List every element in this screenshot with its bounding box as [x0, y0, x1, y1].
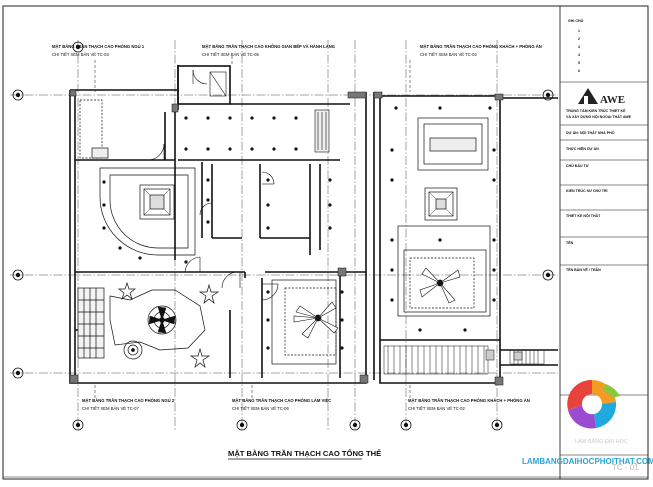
field-name: TÊN [566, 240, 574, 245]
revision-2: 2 [578, 37, 580, 41]
sheet-number: TC - 01 [612, 463, 639, 472]
bathroom-upper [209, 71, 330, 153]
revision-1: 1 [578, 29, 580, 33]
svg-text:6: 6 [578, 69, 580, 73]
svg-text:3: 3 [578, 45, 580, 49]
field-implementation: THỰC HIỆN DỰ ÁN [566, 146, 599, 151]
label-bedroom1-l1: MẶT BẰNG TRẦN THẠCH CAO PHÒNG NGỦ 1 [52, 44, 145, 49]
revision-3: 3 [578, 45, 580, 49]
svg-text:4: 4 [578, 53, 580, 57]
svg-text:LÀM BẰNG ĐẠI HỌC: LÀM BẰNG ĐẠI HỌC [575, 437, 628, 445]
company-logo: AWE [578, 88, 625, 106]
walls [69, 65, 558, 384]
svg-text:1: 1 [578, 29, 580, 33]
svg-text:CHỦ ĐẦU TƯ: CHỦ ĐẦU TƯ [566, 163, 589, 168]
label-office-l1: MẶT BẰNG TRẦN THẠCH CAO PHÒNG LÀM VIỆC [232, 398, 331, 403]
logo-text: AWE [600, 94, 625, 106]
svg-text:5: 5 [578, 61, 580, 65]
svg-text:MẶT BẰNG TRẦN THẠCH CAO KHÔNG: MẶT BẰNG TRẦN THẠCH CAO KHÔNG GIAN BẾP V… [202, 44, 335, 49]
revision-heading: GHI CHÚ [568, 18, 584, 23]
project-label: DỰ ÁN: NỘI THẤT NHÀ PHỐ [566, 130, 615, 135]
doors [147, 69, 279, 301]
svg-text:MẶT BẰNG TRẦN THẠCH CAO PHÒNG: MẶT BẰNG TRẦN THẠCH CAO PHÒNG NGỦ 2 [82, 398, 175, 403]
field-drawing-name: TÊN BẢN VẼ / TRẦN [566, 267, 601, 272]
label-bedroom2-l1: MẶT BẰNG TRẦN THẠCH CAO PHÒNG NGỦ 2 [82, 398, 175, 403]
label-living2-l2: CHI TIẾT XEM BẢN VẼ TC-02 [408, 406, 465, 411]
svg-text:MẶT BẰNG TRẦN THẠCH CAO TỔNG T: MẶT BẰNG TRẦN THẠCH CAO TỔNG THỂ [228, 448, 381, 458]
company-line1: TRUNG TÂM KIẾN TRÚC THIẾT KẾ [566, 108, 626, 113]
label-living-l1: MẶT BẰNG TRẦN THẠCH CAO PHÒNG KHÁCH + PH… [420, 44, 542, 49]
svg-text:TC - 01: TC - 01 [612, 463, 639, 472]
svg-text:GHI CHÚ: GHI CHÚ [568, 18, 584, 23]
label-living2-l1: MẶT BẰNG TRẦN THẠCH CAO PHÒNG KHÁCH + PH… [408, 398, 530, 403]
field-owner: CHỦ ĐẦU TƯ [566, 163, 589, 168]
grid-axes [10, 40, 558, 430]
svg-text:CHI TIẾT XEM BẢN VẼ TC-02: CHI TIẾT XEM BẢN VẼ TC-02 [420, 52, 477, 57]
bedroom2-ceiling [77, 287, 206, 360]
label-bedroom2-l2: CHI TIẾT XEM BẢN VẼ TC-07 [82, 406, 139, 411]
label-kitchen-l1: MẶT BẰNG TRẦN THẠCH CAO KHÔNG GIAN BẾP V… [202, 44, 335, 49]
watermark-site: LAMBANGDAIHOCPHOITHAT.COM [522, 457, 653, 466]
svg-text:LAMBANGDAIHOCPHOITHAT.COM: LAMBANGDAIHOCPHOITHAT.COM [522, 457, 653, 466]
label-leaders [94, 56, 411, 400]
svg-text:KIẾN TRÚC SƯ CHỦ TRÌ: KIẾN TRÚC SƯ CHỦ TRÌ [566, 188, 608, 193]
svg-text:THỰC HIỆN DỰ ÁN: THỰC HIỆN DỰ ÁN [566, 146, 599, 151]
label-living-l2: CHI TIẾT XEM BẢN VẼ TC-02 [420, 52, 477, 57]
column-blocks [69, 89, 504, 386]
living-fan [419, 267, 461, 304]
svg-text:DỰ ÁN: NỘI THẤT NHÀ PHỐ: DỰ ÁN: NỘI THẤT NHÀ PHỐ [566, 130, 615, 135]
svg-text:TRUNG TÂM KIẾN TRÚC THIẾT KẾ: TRUNG TÂM KIẾN TRÚC THIẾT KẾ [566, 108, 626, 113]
title-block: GHI CHÚ 1 2 3 4 5 6 AWE TRUNG TÂM KIẾN T… [559, 6, 648, 479]
revision-5: 5 [578, 61, 580, 65]
label-kitchen-l2: CHI TIẾT XEM BẢN VẼ TC-05 [202, 52, 259, 57]
living-ceiling [397, 117, 491, 317]
revision-6: 6 [578, 69, 580, 73]
downlights [102, 106, 496, 350]
balcony-railing [383, 345, 545, 375]
svg-text:CHI TIẾT XEM BẢN VẼ TC-05: CHI TIẾT XEM BẢN VẼ TC-05 [202, 52, 259, 57]
star-lights [118, 281, 220, 368]
svg-text:MẶT BẰNG TRẦN THẠCH CAO PHÒNG: MẶT BẰNG TRẦN THẠCH CAO PHÒNG KHÁCH + PH… [408, 398, 530, 403]
svg-text:MẶT BẰNG TRẦN THẠCH CAO PHÒNG: MẶT BẰNG TRẦN THẠCH CAO PHÒNG KHÁCH + PH… [420, 44, 542, 49]
watermark-faint: LÀM BẰNG ĐẠI HỌC [575, 437, 628, 445]
field-architect: KIẾN TRÚC SƯ CHỦ TRÌ [566, 188, 608, 193]
svg-text:MẶT BẰNG TRẦN THẠCH CAO PHÒNG: MẶT BẰNG TRẦN THẠCH CAO PHÒNG NGỦ 1 [52, 44, 145, 49]
office-fan [293, 301, 339, 339]
svg-text:THIẾT KẾ NỘI THẤT: THIẾT KẾ NỘI THẤT [566, 213, 601, 218]
room-labels: MẶT BẰNG TRẦN THẠCH CAO PHÒNG NGỦ 1 CHI … [52, 44, 542, 411]
svg-text:TÊN BẢN VẼ / TRẦN: TÊN BẢN VẼ / TRẦN [566, 267, 601, 272]
svg-text:MẶT BẰNG TRẦN THẠCH CAO PHÒNG: MẶT BẰNG TRẦN THẠCH CAO PHÒNG LÀM VIỆC [232, 398, 331, 403]
svg-text:CHI TIẾT XEM BẢN VẼ TC-03: CHI TIẾT XEM BẢN VẼ TC-03 [52, 52, 109, 57]
revision-4: 4 [578, 53, 580, 57]
label-bedroom1-l2: CHI TIẾT XEM BẢN VẼ TC-03 [52, 52, 109, 57]
svg-text:AWE: AWE [600, 94, 625, 106]
watermark-logo [567, 379, 620, 429]
label-office-l2: CHI TIẾT XEM BẢN VẼ TC-06 [232, 406, 289, 411]
svg-text:2: 2 [578, 37, 580, 41]
bedroom2-fan [148, 306, 176, 334]
drawing-title: MẶT BẰNG TRẦN THẠCH CAO TỔNG THỂ [228, 448, 381, 458]
svg-text:CHI TIẾT XEM BẢN VẼ TC-07: CHI TIẾT XEM BẢN VẼ TC-07 [82, 406, 139, 411]
svg-text:CHI TIẾT XEM BẢN VẼ TC-02: CHI TIẾT XEM BẢN VẼ TC-02 [408, 406, 465, 411]
svg-text:VÀ XÂY DỰNG NỘI NGOẠI THẤT AWE: VÀ XÂY DỰNG NỘI NGOẠI THẤT AWE [566, 114, 632, 119]
company-line2: VÀ XÂY DỰNG NỘI NGOẠI THẤT AWE [566, 114, 632, 119]
svg-text:TÊN: TÊN [566, 240, 574, 245]
grid-bubbles [12, 41, 554, 431]
bedroom1-ceiling [79, 99, 196, 256]
svg-text:CHI TIẾT XEM BẢN VẼ TC-06: CHI TIẾT XEM BẢN VẼ TC-06 [232, 406, 289, 411]
sheet-border [2, 5, 649, 480]
field-interior-design: THIẾT KẾ NỘI THẤT [566, 213, 601, 218]
